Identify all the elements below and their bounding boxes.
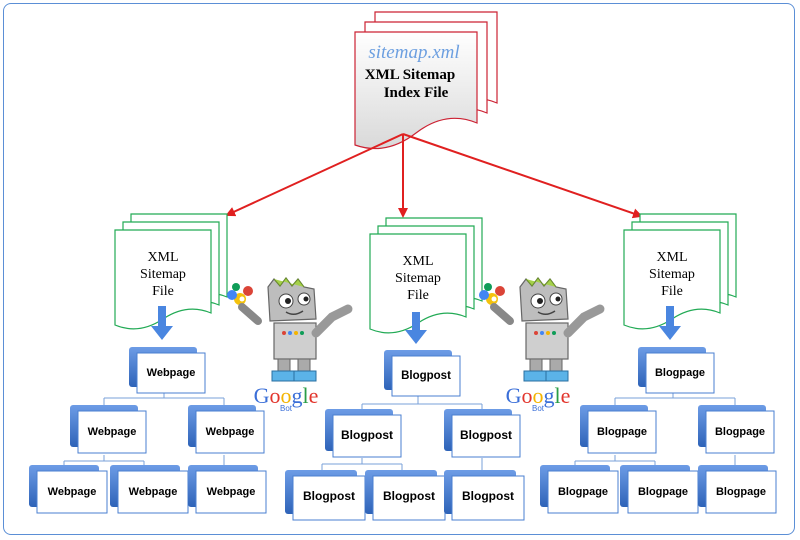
node-label: Blogpage (715, 426, 765, 438)
sitemap-file-2: XML Sitemap File (369, 217, 483, 334)
node-label: Blogpage (655, 367, 705, 379)
sitemap-3-line1: XML (656, 250, 687, 265)
tree-node-level2: Blogpage (580, 405, 657, 454)
tree-node-level2: Blogpost (325, 409, 402, 458)
node-label: Webpage (206, 426, 255, 438)
sitemap-1-line2: Sitemap (140, 267, 186, 282)
tree-node-level3: Blogpost (285, 470, 366, 521)
arrow-to-sitemap-1 (225, 133, 404, 217)
tree-webpage: Webpage Webpage Webpage Webpage Webpage (29, 347, 267, 514)
googlebot-logo-text: Google (506, 383, 571, 408)
sitemap-2-line2: Sitemap (395, 271, 441, 286)
googlebot-robot-icon (227, 277, 353, 382)
blue-down-arrows (151, 306, 681, 344)
index-arrows (225, 133, 643, 219)
tree-blogpost: Blogpost Blogpost Blogpost Blogpost Blog (285, 350, 525, 521)
sitemap-2-line3: File (407, 288, 429, 303)
diagram-frame (3, 3, 795, 535)
index-title-line2: Index File (384, 85, 449, 101)
googlebot-mascot-1: Google Bot (227, 277, 353, 413)
tree-node-root: Webpage (129, 347, 206, 394)
node-label: Blogpost (401, 370, 451, 382)
tree-node-root: Blogpage (638, 347, 715, 394)
tree-node-level2: Webpage (188, 405, 265, 454)
sitemap-file-3: XML Sitemap File (623, 213, 737, 330)
node-label: Webpage (129, 486, 178, 498)
arrow-to-sitemap-3 (402, 133, 643, 219)
tree-node-level3: Blogpost (444, 470, 525, 521)
tree-node-level3: Blogpage (698, 465, 777, 514)
sitemap-3-line2: Sitemap (649, 267, 695, 282)
tree-connectors (63, 390, 736, 472)
tree-blogpage: Blogpage Blogpage Blogpage Blogpage Blog (540, 347, 777, 514)
node-label: Blogpost (341, 428, 393, 442)
node-label: Blogpage (716, 486, 766, 498)
node-label: Blogpage (597, 426, 647, 438)
googlebot-logo-subtext: Bot (532, 404, 545, 413)
down-arrow-2 (405, 312, 427, 344)
node-label: Webpage (207, 486, 256, 498)
node-label: Webpage (88, 426, 137, 438)
node-label: Webpage (48, 486, 97, 498)
sitemap-2-line1: XML (402, 254, 433, 269)
node-label: Blogpost (303, 489, 355, 503)
tree-node-level2: Webpage (70, 405, 147, 454)
tree-node-level3: Blogpage (540, 465, 619, 514)
sitemap-1-line3: File (152, 284, 174, 299)
tree-node-level3: Webpage (110, 465, 189, 514)
node-label: Blogpage (638, 486, 688, 498)
sitemap-1-line1: XML (147, 250, 178, 265)
index-filename: sitemap.xml (368, 42, 459, 63)
googlebot-logo-subtext: Bot (280, 404, 293, 413)
node-label: Blogpost (462, 489, 514, 503)
sitemap-3-line3: File (661, 284, 683, 299)
sitemap-index-document: sitemap.xml XML Sitemap Index File (354, 11, 498, 150)
sitemap-file-1: XML Sitemap File (114, 213, 228, 330)
googlebot-logo: Google Bot (506, 383, 571, 413)
googlebot-logo-text: Google (254, 383, 319, 408)
googlebot-robot-icon (479, 277, 605, 382)
googlebot-mascot-2: Google Bot (479, 277, 605, 413)
node-label: Blogpost (460, 428, 512, 442)
tree-node-level3: Webpage (188, 465, 267, 514)
index-title-line1: XML Sitemap (365, 67, 455, 83)
tree-node-level2: Blogpost (444, 409, 521, 458)
tree-node-level3: Blogpost (365, 470, 446, 521)
node-label: Blogpost (383, 489, 435, 503)
tree-node-level3: Blogpage (620, 465, 699, 514)
node-label: Webpage (147, 367, 196, 379)
tree-node-level2: Blogpage (698, 405, 775, 454)
down-arrow-1 (151, 306, 173, 340)
down-arrow-3 (659, 306, 681, 340)
googlebot-logo: Google Bot (254, 383, 319, 413)
tree-node-level3: Webpage (29, 465, 108, 514)
tree-node-root: Blogpost (384, 350, 461, 397)
node-label: Blogpage (558, 486, 608, 498)
